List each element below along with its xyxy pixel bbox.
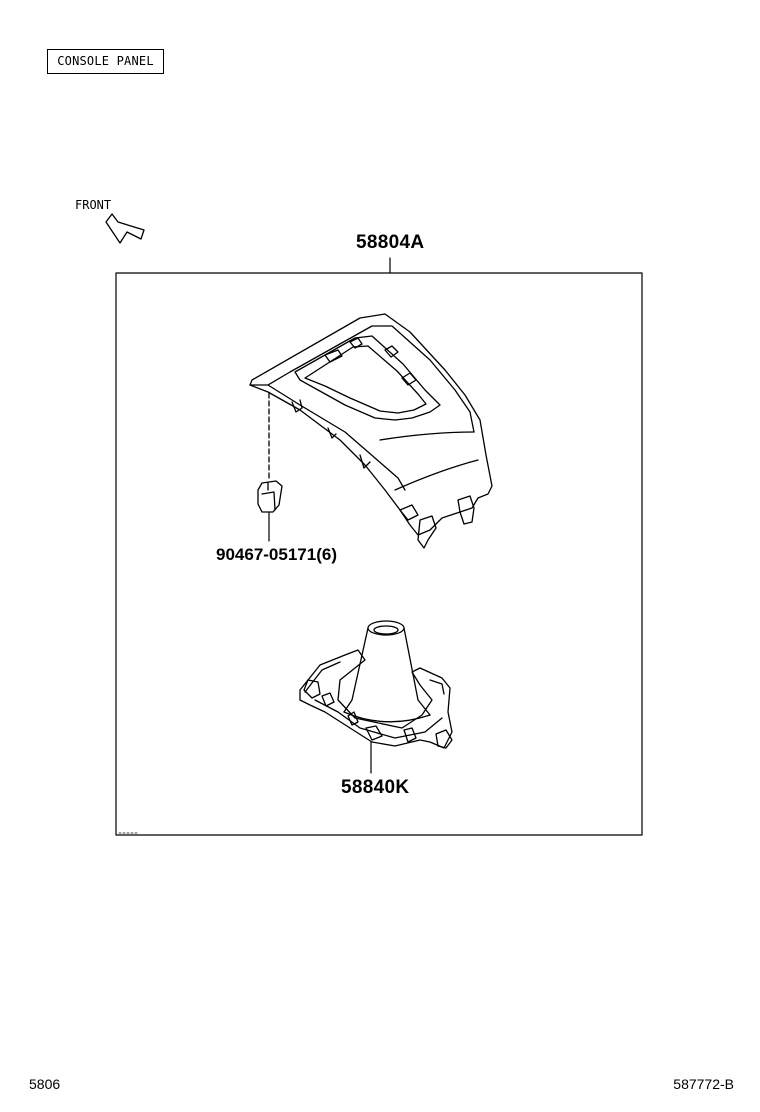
front-label: FRONT xyxy=(75,198,112,212)
assembly-frame xyxy=(115,272,643,836)
console-panel-drawing xyxy=(249,313,493,549)
page-code: 5806 xyxy=(29,1076,61,1092)
clip-drawing xyxy=(257,480,283,513)
clip-part-number: 90467-05171(6) xyxy=(216,545,337,564)
assembly-part-number: 58804A xyxy=(356,232,425,253)
front-arrow-icon xyxy=(105,213,145,244)
boot-part-number: 58840K xyxy=(341,777,410,798)
illustration-code: 587772-B xyxy=(673,1076,734,1092)
shift-boot-drawing xyxy=(299,620,453,749)
section-title: CONSOLE PANEL xyxy=(47,49,164,74)
